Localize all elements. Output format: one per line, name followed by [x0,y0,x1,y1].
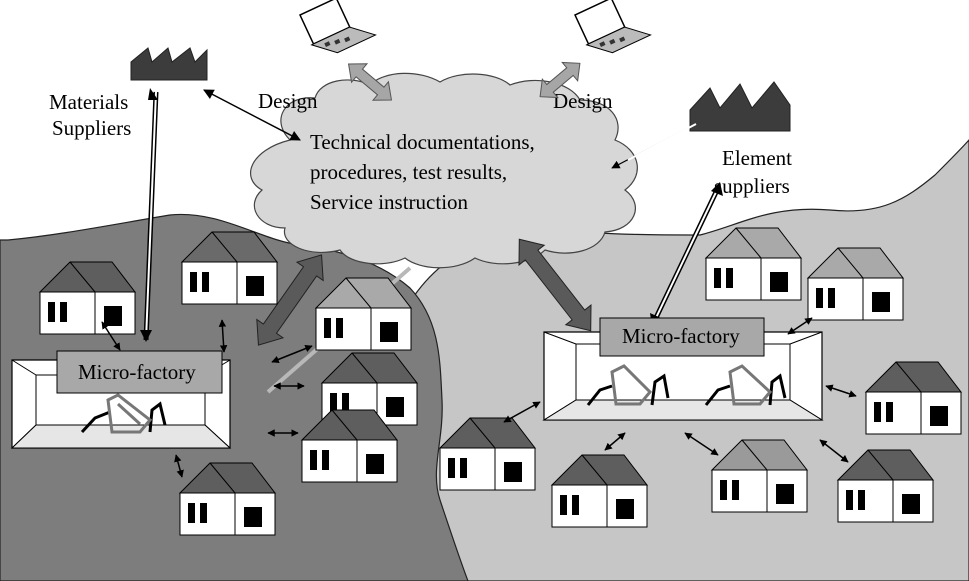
element-label-line-1: Element [722,146,792,170]
workpiece-icon [610,364,773,406]
cloud-text-line-2: procedures, test results, [310,160,507,184]
houses [38,227,963,536]
door [104,306,122,326]
window [48,302,55,322]
house-icon [38,261,137,335]
window [720,480,727,500]
window [188,503,195,523]
window [322,450,329,470]
window [572,495,579,515]
materials-to-factory-arrow [140,88,159,342]
laptop-icon [299,0,377,54]
left-microfactory: Micro-factory [10,350,232,449]
house-icon [704,227,803,301]
door [930,406,948,426]
window [886,402,893,422]
door [776,484,794,504]
window [330,393,337,413]
window [828,288,835,308]
door [902,494,920,514]
house-icon [550,454,649,528]
cloud-text-line-1: Technical documentations, [310,130,535,154]
door [366,454,384,474]
window [874,402,881,422]
window [846,490,853,510]
materials-supplier-factory-icon [130,47,208,81]
door [504,462,522,482]
design-label-right: Design [553,89,613,113]
materials-label-line-2: Suppliers [52,116,131,140]
window [448,458,455,478]
window [310,450,317,470]
cloud-right-factory-arrow [518,238,592,332]
left-microfactory-label: Micro-factory [78,360,196,384]
element-to-factory-arrow [650,182,723,327]
cloud-left-factory-arrow [256,254,324,346]
door [770,272,788,292]
window [202,272,209,292]
house-links [101,317,857,478]
house-icon [710,439,809,513]
window [560,495,567,515]
door [616,499,634,519]
cloud-text-line-3: Service instruction [310,190,469,214]
window [200,503,207,523]
window [732,480,739,500]
window [858,490,865,510]
window [714,268,721,288]
right-microfactory-label: Micro-factory [622,324,740,348]
supplier-cloud-arrow [203,89,301,141]
door [872,292,890,312]
window [190,272,197,292]
window [726,268,733,288]
element-cloud-arrow-inner [627,123,697,161]
house-icon [314,277,413,351]
design-exchange-arrow-left [347,63,393,101]
documentation-cloud [250,72,638,269]
window [460,458,467,478]
house-icon [178,462,277,536]
house-icon [864,361,963,435]
robot-arm-icon [586,373,787,406]
house-icon [180,231,279,305]
house-icon [806,247,905,321]
design-exchange-arrow-right [539,61,581,99]
element-supplier-factory-icon [689,81,791,132]
window [324,318,331,338]
house-icon [300,409,399,483]
laptop-icon [574,0,652,54]
door [246,276,264,296]
house-icon [438,417,537,491]
design-label-left: Design [258,89,318,113]
house-icon [836,449,935,523]
right-microfactory: Micro-factory [542,317,824,421]
window [60,302,67,322]
element-label-line-2: suppliers [714,174,790,198]
workpiece-icon [106,393,153,434]
door [386,397,404,417]
window [342,393,349,413]
door [380,322,398,342]
window [336,318,343,338]
door [244,507,262,527]
materials-label-line-1: Materials [49,90,128,114]
window [816,288,823,308]
